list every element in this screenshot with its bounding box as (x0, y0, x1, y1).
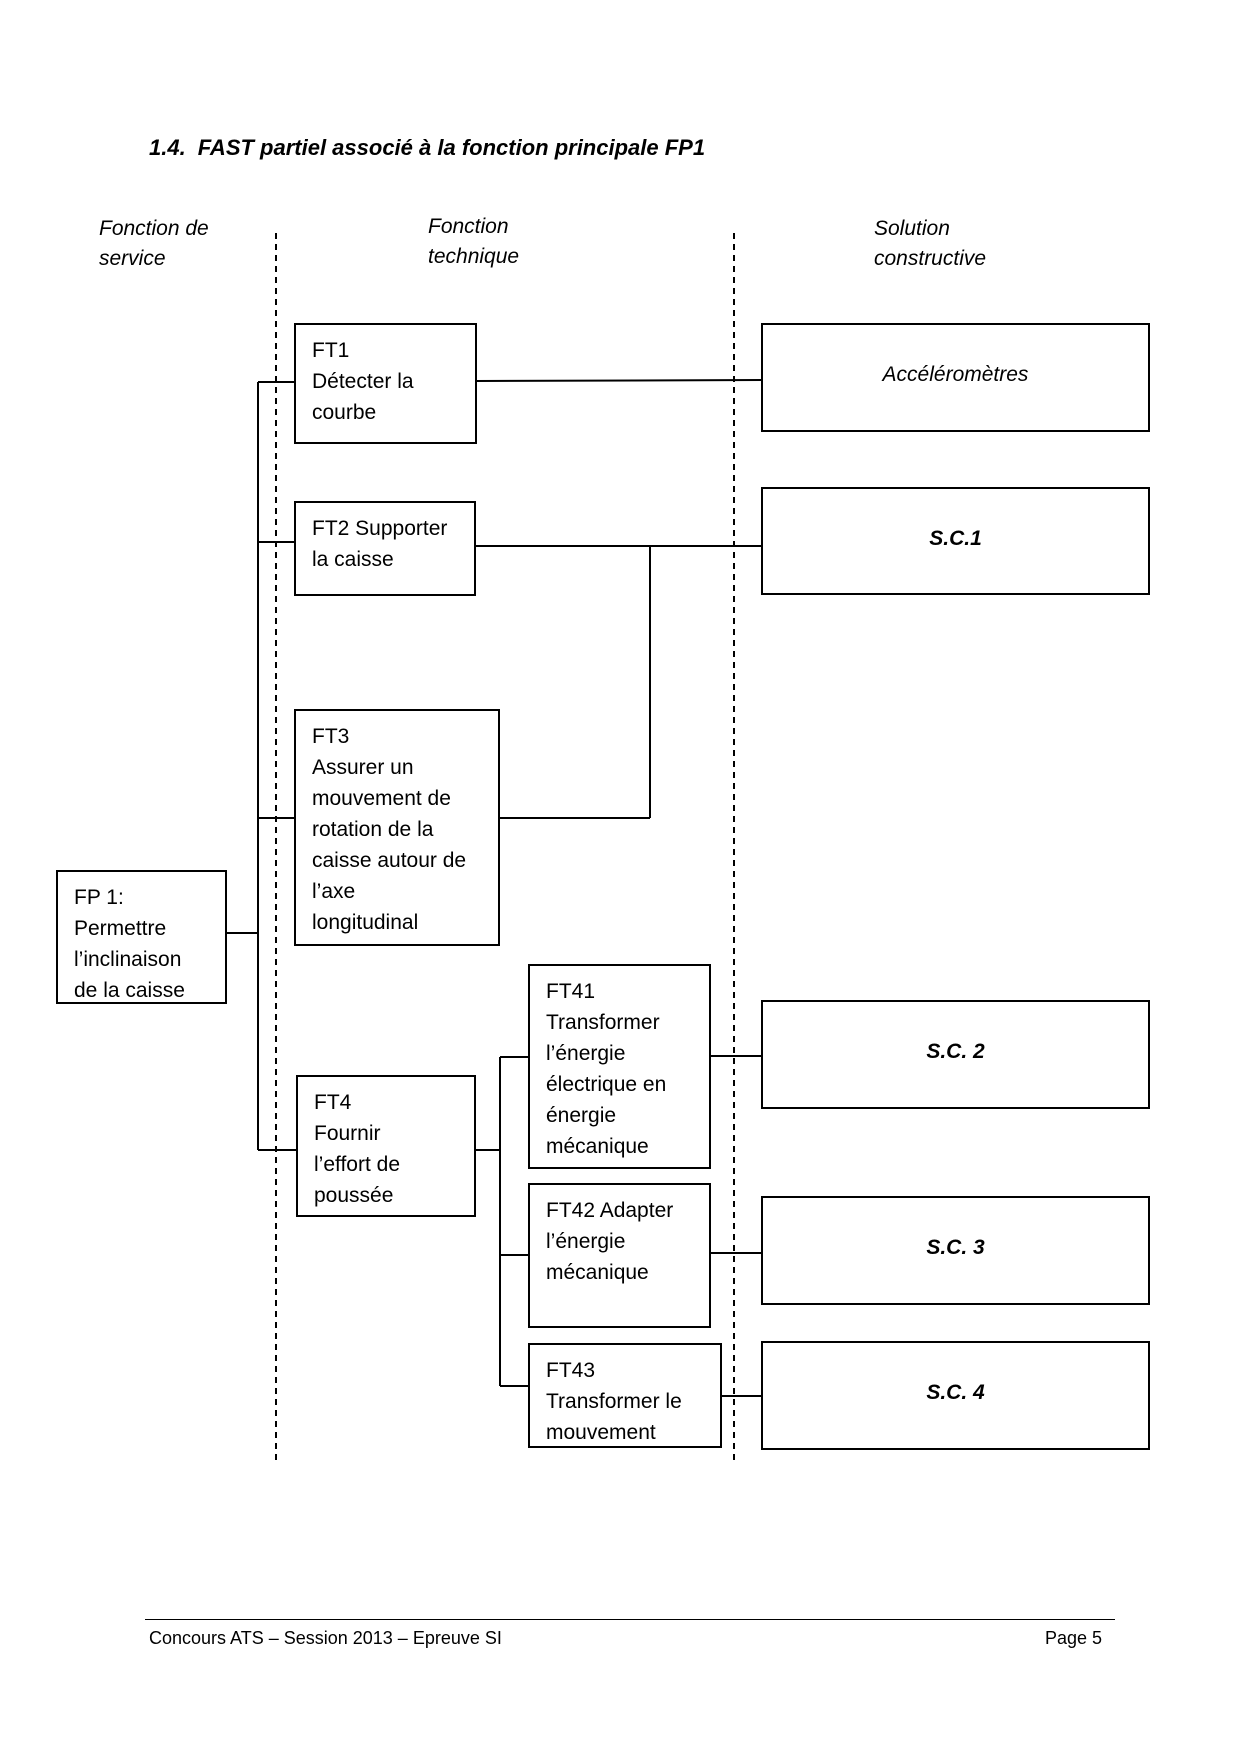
solution-accelerometres: Accéléromètres (761, 323, 1150, 432)
solution-label: Accéléromètres (882, 363, 1029, 386)
column-label-solution: Solution constructive (874, 217, 987, 270)
solution-label: S.C.1 (929, 527, 982, 550)
section-heading: 1.4. FAST partiel associé à la fonction p… (149, 135, 705, 161)
solution-sc2: S.C. 2 (761, 1000, 1150, 1109)
section-title: FAST partiel associé à la fonction princ… (197, 135, 706, 160)
ft4-box: FT4 Fournir l’effort de poussée (296, 1075, 476, 1217)
ft42-box: FT42 Adapter l’énergie mécanique (528, 1183, 711, 1328)
column-label-technique: Fonction technique (428, 215, 520, 268)
ft2-box: FT2 Supporter la caisse (294, 501, 476, 596)
ft41-box: FT41 Transformer l’énergie électrique en… (528, 964, 711, 1169)
footer-rule (145, 1619, 1115, 1620)
ft1-box: FT1 Détecter la courbe (294, 323, 477, 444)
fp1-box: FP 1: Permettre l’inclinaison de la cais… (56, 870, 227, 1004)
solution-sc3: S.C. 3 (761, 1196, 1150, 1305)
footer-page-number: Page 5 (1045, 1628, 1103, 1648)
footer-left: Concours ATS – Session 2013 – Epreuve SI (149, 1628, 502, 1648)
solution-label: S.C. 2 (926, 1040, 985, 1063)
section-number: 1.4. (149, 135, 186, 160)
solution-sc1: S.C.1 (761, 487, 1150, 595)
solution-label: S.C. 3 (926, 1236, 985, 1259)
ft43-box: FT43 Transformer le mouvement (528, 1343, 722, 1448)
column-label-service: Fonction de service (99, 217, 209, 270)
connector-ft1-solution (475, 379, 763, 382)
ft3-box: FT3 Assurer un mouvement de rotation de … (294, 709, 500, 946)
solution-sc4: S.C. 4 (761, 1341, 1150, 1450)
solution-label: S.C. 4 (926, 1381, 985, 1404)
